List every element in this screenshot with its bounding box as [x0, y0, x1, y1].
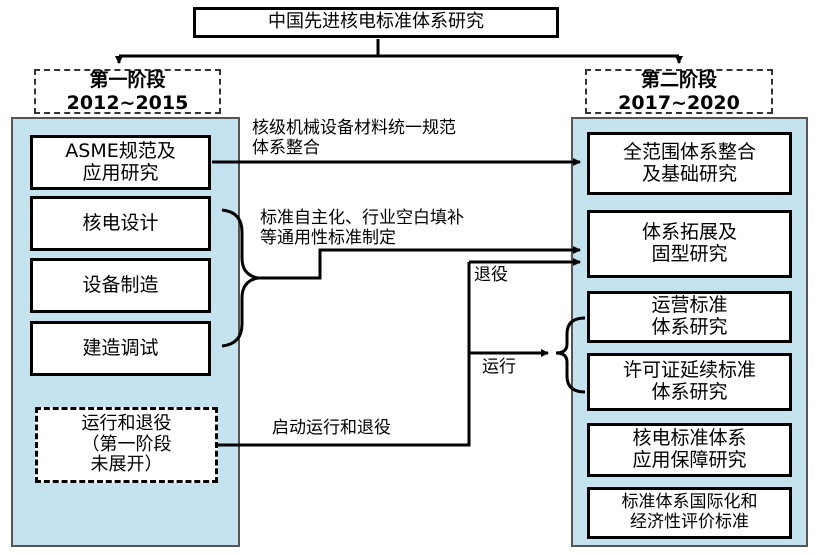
asme-to-full-label: 核级机械设备材料统一规范 体系整合	[252, 118, 456, 159]
left-brace	[221, 208, 259, 348]
application-assurance-box: 核电标准体系 应用保障研究	[587, 423, 792, 477]
design-to-expansion-arrow	[258, 246, 581, 280]
phase-1-name: 第一阶段	[89, 68, 166, 91]
nuclear-design-label: 核电设计	[82, 211, 159, 234]
system-expansion-box: 体系拓展及 固型研究	[587, 210, 792, 278]
phase-2-name: 第二阶段	[640, 68, 717, 91]
design-group-label: 标准自主化、行业空白填补 等通用性标准制定	[260, 208, 464, 249]
start-ops-label: 启动运行和退役	[272, 418, 391, 438]
system-expansion-label: 体系拓展及 固型研究	[641, 221, 737, 265]
full-scope-integration-label: 全范围体系整合 及基础研究	[622, 140, 756, 185]
phase-1-years: 2012~2015	[66, 91, 189, 114]
phase-2-years: 2017~2020	[618, 91, 740, 114]
operation-retirement-box: 运行和退役 （第一阶段 未展开）	[35, 407, 218, 483]
retire-label: 退役	[474, 265, 508, 285]
application-assurance-label: 核电标准体系 应用保障研究	[632, 427, 747, 471]
operation-retirement-label: 运行和退役 （第一阶段 未展开）	[81, 412, 172, 476]
internationalization-box: 标准体系国际化和 经济性评价标准	[587, 487, 792, 539]
construction-commissioning-label: 建造调试	[82, 336, 159, 359]
equipment-manufacturing-label: 设备制造	[82, 273, 159, 296]
operation-standards-box: 运营标准 体系研究	[587, 291, 792, 343]
asme-study-label: ASME规范及 应用研究	[65, 139, 176, 184]
internationalization-label: 标准体系国际化和 经济性评价标准	[621, 492, 758, 532]
license-renewal-label: 许可证延续标准 体系研究	[622, 359, 756, 403]
right-brace	[555, 316, 586, 394]
asme-study-box: ASME规范及 应用研究	[30, 135, 211, 190]
operation-standards-label: 运营标准 体系研究	[651, 294, 728, 338]
operate-label: 运行	[482, 357, 516, 377]
equipment-manufacturing-box: 设备制造	[30, 258, 211, 313]
nuclear-design-box: 核电设计	[30, 196, 211, 251]
title-split-arrow	[115, 39, 683, 64]
start-ops-line	[218, 262, 471, 447]
license-renewal-box: 许可证延续标准 体系研究	[587, 353, 792, 411]
diagram-title: 中国先进核电标准体系研究	[268, 11, 484, 33]
diagram-title-box: 中国先进核电标准体系研究	[193, 7, 559, 38]
phase-1-header: 第一阶段 2012~2015	[34, 69, 221, 114]
construction-commissioning-box: 建造调试	[30, 321, 211, 376]
full-scope-integration-box: 全范围体系整合 及基础研究	[587, 132, 792, 195]
phase-2-header: 第二阶段 2017~2020	[585, 69, 773, 114]
